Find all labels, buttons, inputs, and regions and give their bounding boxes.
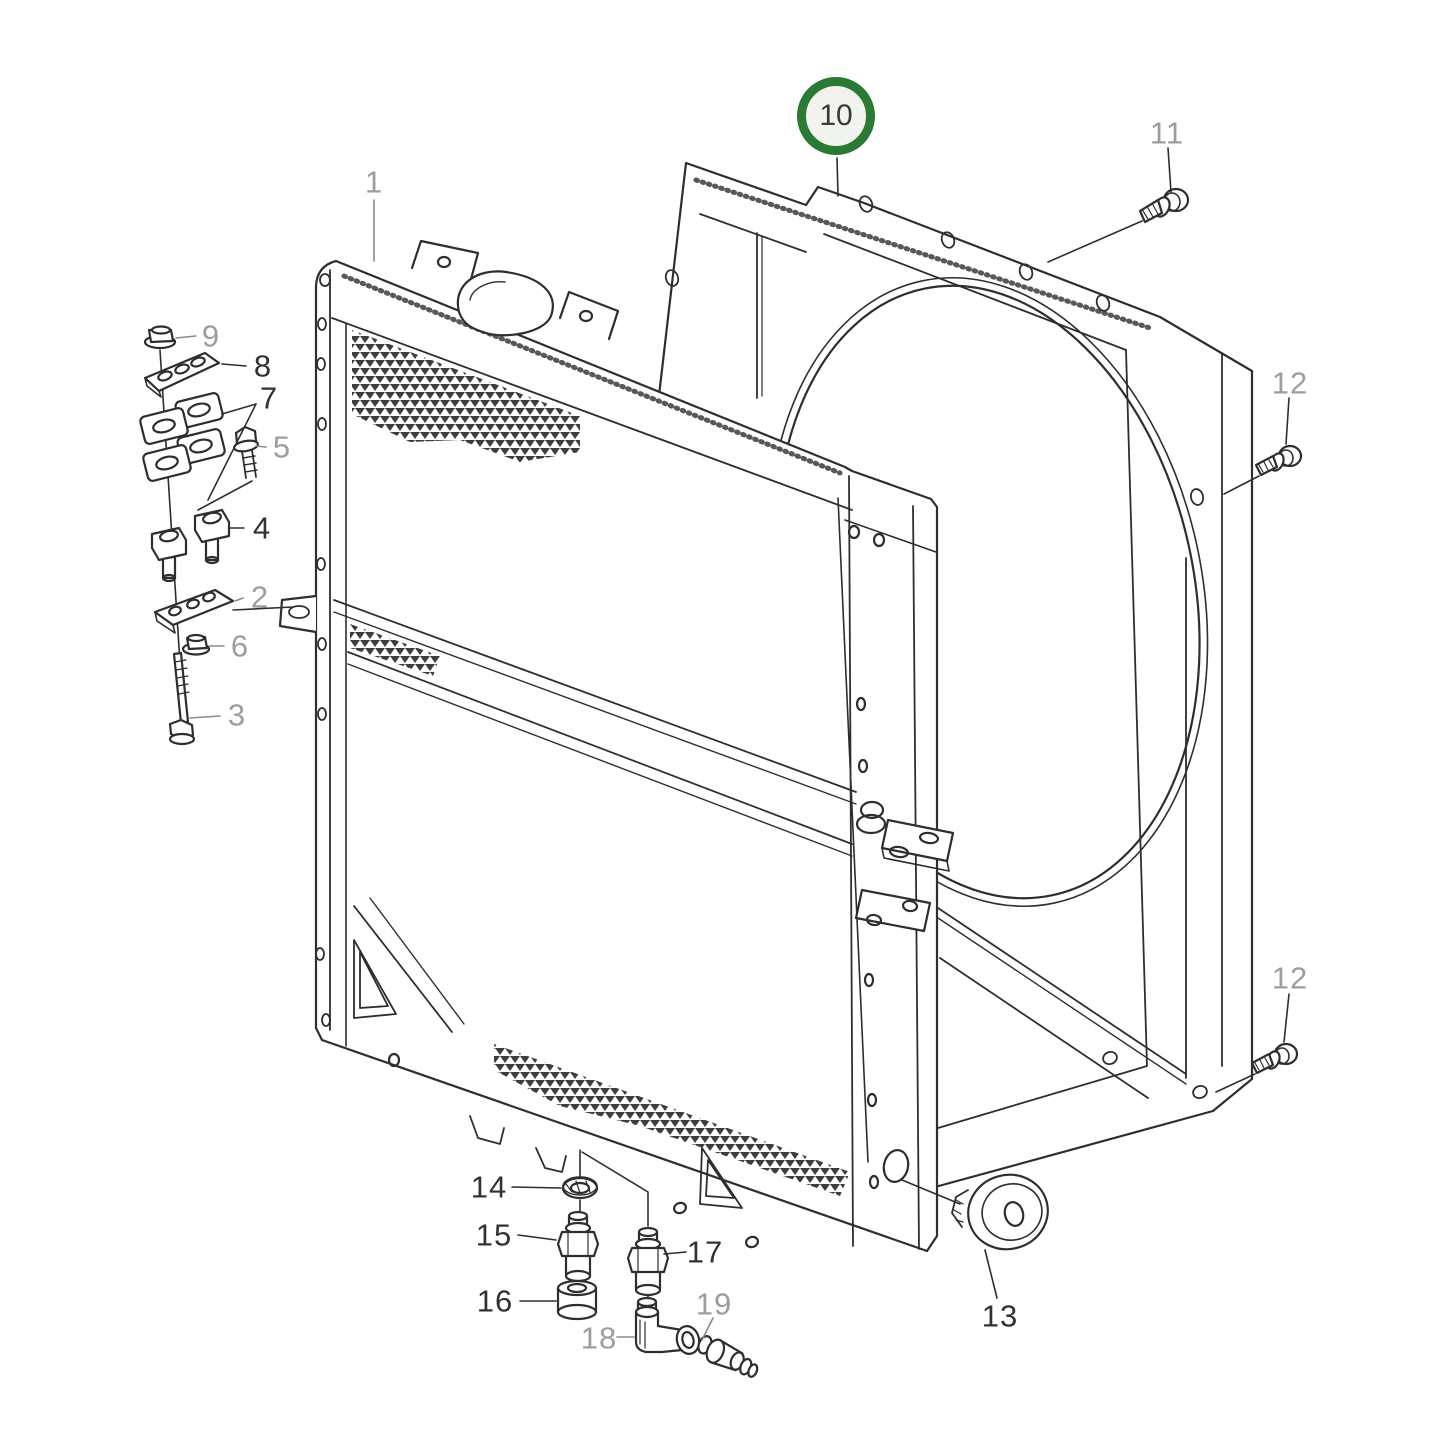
callout-3[interactable]: 3 — [227, 697, 247, 733]
callout-6[interactable]: 6 — [230, 628, 250, 664]
sleeve-16 — [556, 1279, 598, 1321]
callout-8[interactable]: 8 — [253, 348, 273, 384]
callout-19[interactable]: 19 — [695, 1286, 733, 1322]
fitting-15 — [556, 1210, 600, 1283]
fitting-17 — [626, 1226, 670, 1297]
callout-4[interactable]: 4 — [252, 510, 272, 546]
callout-1[interactable]: 1 — [364, 164, 384, 200]
callout-10-highlighted[interactable]: 10 — [797, 77, 875, 155]
left-edge-holes — [315, 273, 331, 1027]
callout-14[interactable]: 14 — [470, 1169, 508, 1205]
bolt-3 — [168, 651, 196, 746]
callout-2[interactable]: 2 — [250, 579, 270, 615]
shroud-flange-holes — [664, 195, 1208, 1100]
callout-11[interactable]: 11 — [1149, 115, 1185, 151]
bottom-edge-details — [387, 1052, 760, 1249]
radiator-core-mesh — [350, 330, 850, 1196]
callout-16[interactable]: 16 — [476, 1283, 514, 1319]
callout-13[interactable]: 13 — [981, 1298, 1019, 1334]
mounting-bolts — [1047, 147, 1303, 1093]
callout-7[interactable]: 7 — [259, 380, 279, 416]
bolt-12-lower — [1215, 993, 1299, 1093]
callout-10-label: 10 — [819, 99, 853, 132]
frame-cutouts — [353, 939, 743, 1209]
nipple-19 — [697, 1335, 759, 1378]
callout-18[interactable]: 18 — [580, 1320, 618, 1356]
callout-5[interactable]: 5 — [272, 429, 292, 465]
right-channel — [844, 475, 955, 1250]
callout-15[interactable]: 15 — [475, 1217, 513, 1253]
callout-9[interactable]: 9 — [201, 318, 221, 354]
mount-blocks-4 — [150, 508, 231, 583]
grommet-13 — [901, 1173, 1049, 1299]
callout-17[interactable]: 17 — [686, 1234, 724, 1270]
fan-shroud — [653, 161, 1254, 1189]
callout-12-upper[interactable]: 12 — [1271, 365, 1309, 401]
bolt-11 — [1047, 147, 1190, 263]
plate-8 — [143, 351, 221, 398]
elbow-18 — [634, 1296, 701, 1355]
washer-14 — [561, 1176, 599, 1200]
bottom-fittings — [556, 1149, 1049, 1378]
bolt-12-upper — [1223, 397, 1303, 495]
rubber-mounts-7 — [139, 392, 226, 482]
top-brackets — [410, 239, 620, 341]
flange-nut-9 — [143, 325, 177, 350]
radiator-frame — [278, 239, 955, 1253]
leader-lines — [175, 157, 839, 1341]
plate-2 — [153, 588, 235, 634]
callout-12-lower[interactable]: 12 — [1271, 960, 1309, 996]
flange-nut-6 — [181, 633, 211, 656]
